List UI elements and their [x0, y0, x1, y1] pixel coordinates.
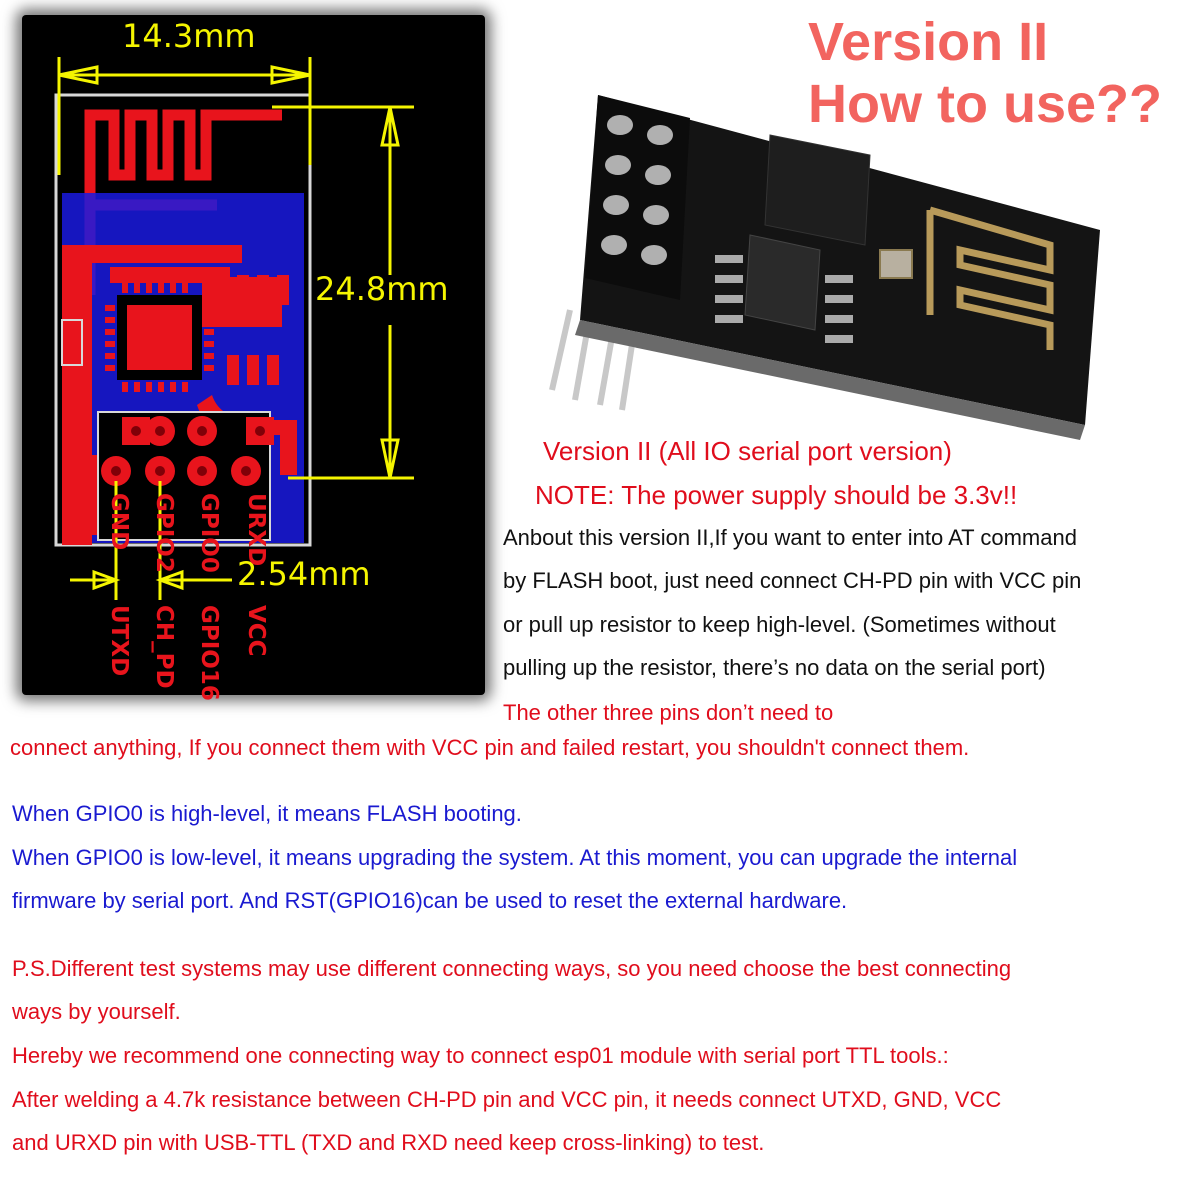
other-pins-line-2: connect anything, If you connect them wi…: [10, 735, 970, 760]
height-dimension-label: 24.8mm: [315, 270, 449, 308]
pin-label-urxd: URXD: [243, 493, 269, 567]
module-photo: [549, 95, 1100, 440]
power-supply-note: NOTE: The power supply should be 3.3v!!: [535, 480, 1018, 510]
ps-line-2: ways by yourself.: [12, 999, 181, 1024]
pitch-dimension-label: 2.54mm: [237, 555, 371, 593]
pcb-layout-graphic: [54, 57, 414, 600]
version-title: Version II (All IO serial port version): [543, 436, 952, 466]
about-line-4: pulling up the resistor, there’s no data…: [503, 655, 1046, 680]
gpio-info-line-3: firmware by serial port. And RST(GPIO16)…: [12, 888, 848, 913]
headline-how-to-use: How to use??: [808, 74, 1162, 134]
gpio-info-line-2: When GPIO0 is low-level, it means upgrad…: [12, 845, 1018, 870]
gpio-info-line-1: When GPIO0 is high-level, it means FLASH…: [12, 801, 522, 826]
headline-version: Version II: [808, 12, 1049, 72]
pin-label-ch-pd: CH_PD: [151, 605, 177, 689]
pcb-diagram: 14.3mm 24.8mm 2.54mm GND GPIO2 GPIO0 URX…: [22, 15, 485, 701]
pin-label-gnd: GND: [106, 493, 132, 551]
width-dimension-label: 14.3mm: [122, 17, 256, 55]
other-pins-line-1: The other three pins don’t need to: [503, 700, 834, 725]
pin-label-gpio2: GPIO2: [151, 493, 177, 573]
about-line-2: by FLASH boot, just need connect CH-PD p…: [503, 568, 1082, 593]
pin-label-utxd: UTXD: [106, 605, 132, 677]
about-line-1: Anbout this version II,If you want to en…: [503, 525, 1077, 550]
ps-line-1: P.S.Different test systems may use diffe…: [12, 956, 1012, 981]
ps-line-4: After welding a 4.7k resistance between …: [12, 1087, 1002, 1112]
about-line-3: or pull up resistor to keep high-level. …: [503, 612, 1056, 637]
pin-label-gpio0: GPIO0: [196, 493, 222, 573]
ps-line-3: Hereby we recommend one connecting way t…: [12, 1043, 949, 1068]
pin-label-vcc: VCC: [243, 605, 269, 657]
ps-line-5: and URXD pin with USB-TTL (TXD and RXD n…: [12, 1130, 765, 1155]
pin-label-gpio16: GPIO16: [196, 605, 222, 701]
